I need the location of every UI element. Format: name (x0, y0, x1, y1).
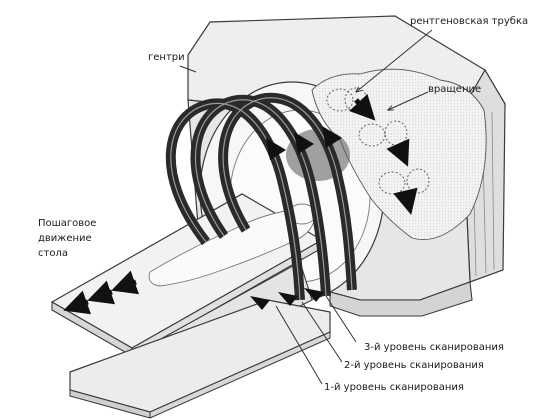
label-gantry: гентри (148, 52, 185, 63)
patient-figure (148, 203, 317, 287)
gantry-base (329, 281, 473, 317)
label-table-motion-2: движение (38, 233, 92, 244)
leader-lines (179, 29, 433, 385)
gantry-cutaway (311, 68, 487, 241)
label-table-motion-1: Пошаговое (38, 218, 96, 229)
label-scan-level-1: 1-й уровень сканирования (324, 382, 464, 393)
rotation-band-arrowheads (250, 126, 342, 310)
leader-level1 (275, 305, 323, 385)
table-movement-arrows (63, 270, 140, 315)
label-rotation: вращение (428, 84, 481, 95)
table-base-side (149, 331, 331, 419)
rotation-band-highlights (170, 97, 353, 301)
leader-gantry (179, 65, 197, 73)
label-scan-level-3: 3-й уровень сканирования (364, 342, 504, 353)
label-xray-tube: рентгеновская трубка (410, 16, 528, 27)
leader-level3 (325, 295, 357, 343)
leader-xray-tube (356, 29, 433, 92)
label-scan-level-2: 2-й уровень сканирования (344, 360, 484, 371)
leader-level2 (301, 301, 343, 363)
label-table-motion-3: стола (38, 248, 68, 259)
rotation-arrows (349, 93, 418, 215)
leader-rotation (388, 91, 429, 110)
